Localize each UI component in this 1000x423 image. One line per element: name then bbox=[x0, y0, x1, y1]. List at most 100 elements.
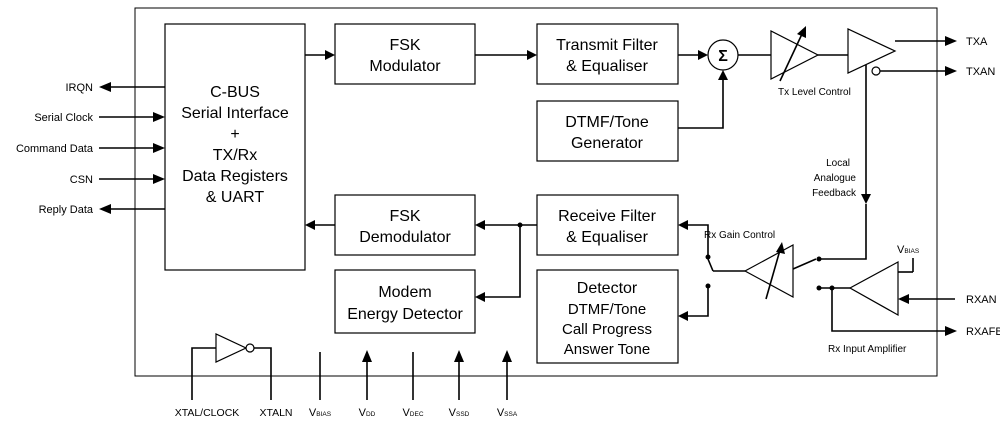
wire-dtmf-to-sum bbox=[678, 79, 724, 129]
wire-xtal-clock bbox=[191, 347, 216, 400]
summing-symbol: Σ bbox=[718, 48, 728, 65]
arrowhead bbox=[678, 220, 688, 230]
fsk-modulator-block bbox=[334, 23, 476, 85]
vssa-pin-label: VSSA bbox=[497, 407, 518, 419]
arrowhead bbox=[945, 36, 957, 46]
arrowhead bbox=[527, 50, 537, 60]
energy-detector-label-2: Energy Detector bbox=[347, 306, 463, 323]
arrowhead bbox=[502, 350, 512, 362]
fsk-modulator-label-2: Modulator bbox=[369, 58, 441, 75]
tx-level-amp bbox=[770, 30, 820, 80]
switch-contact bbox=[705, 283, 711, 289]
rxafb-pin-label: RXAFB bbox=[966, 326, 1000, 338]
switch-contact bbox=[705, 254, 711, 260]
vbias-inner-label: VBIAS bbox=[897, 244, 920, 256]
fsk-modulator-label-1: FSK bbox=[389, 37, 420, 54]
detector-label-3: Call Progress bbox=[562, 321, 652, 338]
arrowhead bbox=[153, 143, 165, 153]
arrowhead bbox=[797, 26, 806, 38]
arrowhead bbox=[945, 326, 957, 336]
detector-label-1: Detector bbox=[577, 280, 638, 297]
cbus-label-6: & UART bbox=[206, 189, 265, 206]
txan-pin-label: TXAN bbox=[966, 66, 995, 78]
dtmf-generator-label-1: DTMF/Tone bbox=[565, 114, 649, 131]
tx-output-driver bbox=[847, 28, 897, 74]
arrowhead bbox=[698, 50, 708, 60]
wire-feedback-to-switch bbox=[821, 204, 867, 260]
switch-contact bbox=[816, 285, 822, 291]
vssd-pin-label: VSSD bbox=[449, 407, 470, 419]
receive-filter-block bbox=[536, 194, 679, 256]
energy-detector-block bbox=[334, 269, 476, 334]
arrowhead bbox=[678, 311, 688, 321]
receive-filter-label-1: Receive Filter bbox=[558, 208, 656, 225]
cbus-label-2: Serial Interface bbox=[181, 105, 289, 122]
xtal-inverter bbox=[215, 333, 248, 363]
rxan-pin-label: RXAN bbox=[966, 294, 997, 306]
dtmf-generator-label-2: Generator bbox=[571, 135, 644, 152]
arrowhead bbox=[475, 220, 485, 230]
fsk-demodulator-label-1: FSK bbox=[389, 208, 420, 225]
wire-rxafb bbox=[831, 288, 945, 332]
energy-detector-label-1: Modem bbox=[378, 284, 431, 301]
arrowhead bbox=[776, 242, 785, 254]
vbias-pin-label: VBIAS bbox=[309, 407, 332, 419]
txa-pin-label: TXA bbox=[966, 36, 988, 48]
xtal-clock-pin-label: XTAL/CLOCK bbox=[175, 407, 240, 419]
cbus-label-4: TX/Rx bbox=[213, 147, 257, 164]
rx-input-amp-label: Rx Input Amplifier bbox=[828, 344, 907, 355]
arrowhead bbox=[475, 292, 485, 302]
tx-level-adjust-arrow bbox=[779, 33, 803, 82]
detector-label-2: DTMF/Tone bbox=[568, 301, 646, 318]
arrowhead bbox=[305, 220, 315, 230]
irqn-pin-label: IRQN bbox=[66, 82, 94, 94]
arrowhead bbox=[898, 294, 909, 304]
arrowhead bbox=[325, 50, 335, 60]
rx-gain-adjust-arrow bbox=[765, 249, 781, 300]
rx-gain-control-label: Rx Gain Control bbox=[704, 230, 775, 241]
xtaln-pin-label: XTALN bbox=[259, 407, 292, 419]
wire-to-energy-detector bbox=[484, 225, 521, 298]
arrowhead bbox=[99, 204, 111, 214]
cbus-label-5: Data Registers bbox=[182, 168, 288, 185]
rx-gain-amp bbox=[743, 243, 794, 299]
arrowhead bbox=[861, 194, 871, 204]
arrowhead bbox=[454, 350, 464, 362]
local-feedback-label-2: Analogue bbox=[814, 173, 857, 184]
wire-to-rxfilter bbox=[687, 224, 709, 255]
local-feedback-label-1: Local bbox=[826, 158, 850, 169]
tx-level-control-label: Tx Level Control bbox=[778, 87, 851, 98]
fsk-demodulator-block bbox=[334, 194, 476, 256]
cbus-label-1: C-BUS bbox=[210, 84, 260, 101]
cbus-block bbox=[164, 23, 306, 271]
arrowhead bbox=[362, 350, 372, 362]
inverting-bubble bbox=[871, 66, 881, 76]
transmit-filter-label-1: Transmit Filter bbox=[556, 37, 658, 54]
command-data-pin-label: Command Data bbox=[16, 143, 94, 155]
fsk-demodulator-label-2: Demodulator bbox=[359, 229, 451, 246]
cbus-label-3: + bbox=[230, 126, 239, 143]
dtmf-generator-block bbox=[536, 100, 679, 162]
xtal-inverter-bubble bbox=[245, 343, 255, 353]
switch-contact bbox=[816, 256, 822, 262]
arrowhead bbox=[153, 174, 165, 184]
transmit-filter-block bbox=[536, 23, 679, 85]
output-switch-lever bbox=[707, 258, 714, 272]
wire-to-detector bbox=[687, 288, 709, 317]
local-feedback-label-3: Feedback bbox=[812, 188, 857, 199]
serial-clock-pin-label: Serial Clock bbox=[34, 112, 93, 124]
arrowhead bbox=[945, 66, 957, 76]
detector-label-4: Answer Tone bbox=[564, 341, 650, 358]
arrowhead bbox=[153, 112, 165, 122]
csn-pin-label: CSN bbox=[70, 174, 93, 186]
reply-data-pin-label: Reply Data bbox=[39, 204, 94, 216]
arrowhead bbox=[718, 70, 728, 80]
transmit-filter-label-2: & Equaliser bbox=[566, 58, 648, 75]
detector-block bbox=[536, 269, 679, 364]
vdd-pin-label: VDD bbox=[359, 407, 376, 419]
rx-input-amp bbox=[848, 260, 899, 317]
wire-xtaln bbox=[254, 347, 272, 400]
vdec-pin-label: VDEC bbox=[402, 407, 423, 419]
arrowhead bbox=[99, 82, 111, 92]
